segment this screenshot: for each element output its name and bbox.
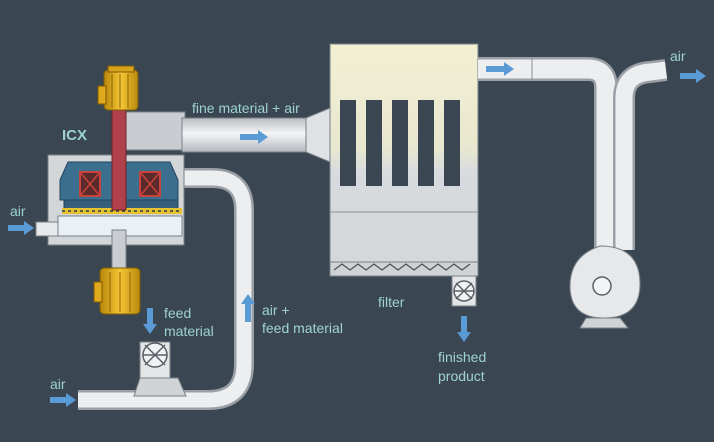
filter-unit [329, 43, 479, 307]
finished-label-line1: finished [438, 349, 487, 365]
top-motor [97, 65, 139, 111]
filter-label: filter [378, 294, 405, 310]
feed-material-arrow [143, 308, 157, 334]
air-bottom-label: air [50, 376, 66, 392]
exhaust-pipe [478, 57, 668, 260]
air-outlet-label: air [670, 48, 686, 64]
feed-label-line1: feed [164, 305, 192, 321]
fine-material-air-label: fine material + air [192, 100, 300, 116]
fine-material-arrow [240, 130, 268, 144]
air-feed-up-arrow [241, 294, 255, 322]
bottom-motor [93, 267, 141, 315]
filter-outlet-arrow [486, 62, 514, 76]
air-feed-label-line1: air + [262, 302, 290, 318]
air-left-arrow [8, 221, 34, 235]
rotary-feeder [133, 341, 187, 397]
icx-classifier [35, 109, 186, 271]
feed-pipe [78, 168, 254, 410]
flow-arrows [8, 62, 706, 407]
feed-label-line2: material [164, 323, 214, 339]
air-exit-arrow [680, 69, 706, 83]
air-feed-label-line2: feed material [262, 320, 343, 336]
exhaust-fan [569, 245, 641, 329]
air-bottom-arrow [50, 393, 76, 407]
finished-product-arrow [457, 316, 471, 342]
finished-label-line2: product [438, 368, 485, 384]
icx-label: ICX [62, 127, 88, 144]
air-inlet-label: air [10, 203, 26, 219]
